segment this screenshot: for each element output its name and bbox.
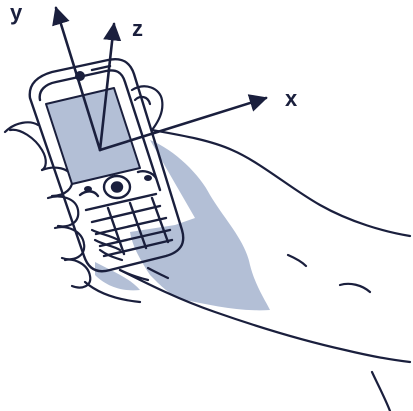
axis-y-arrow — [52, 6, 102, 152]
axis-x-arrow — [98, 94, 268, 152]
hand-shading — [95, 140, 270, 311]
phone-screen — [45, 87, 141, 185]
phone-nav-pad — [102, 174, 132, 200]
phone-icon — [28, 58, 185, 273]
axis-x-label: x — [285, 86, 298, 111]
axis-y-label: y — [10, 0, 23, 25]
axis-z-label: z — [132, 16, 143, 41]
coordinate-axes — [52, 6, 268, 152]
axis-z-arrow — [98, 22, 122, 152]
